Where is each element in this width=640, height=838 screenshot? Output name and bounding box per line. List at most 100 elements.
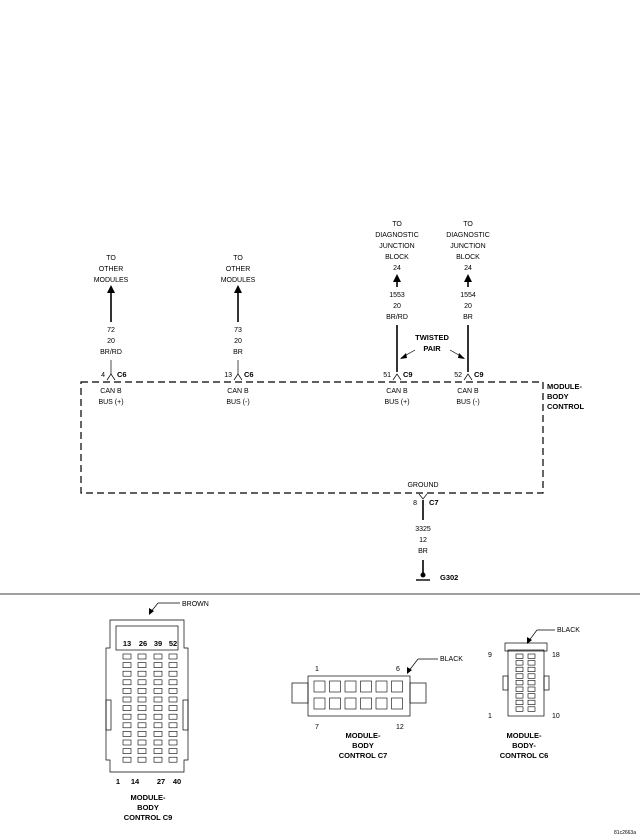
dest-line: OTHER [226,266,251,273]
wire-gauge: 20 [107,338,115,345]
pin-cavity [391,697,403,710]
pin-label: 12 [396,724,404,731]
circuit-can-b-minus-c9: TO DIAGNOSTIC JUNCTION BLOCK 24 1554 20 … [446,221,490,406]
module-label-line-1: MODULE- [547,382,582,391]
arrow-icon [458,353,465,359]
pin-cavity [153,653,163,660]
connector-name-line: CONTROL C7 [339,751,388,760]
connector-cap [504,642,548,652]
pin-cavity [168,688,178,694]
connector-name-line: BODY [352,741,374,750]
pin-cavity [122,696,132,703]
pin-cavity [515,666,524,673]
pin-cavity [168,662,178,668]
pin-cavity [515,653,524,659]
connector-name-line: MODULE- [346,731,381,740]
dest-line: MODULES [94,277,129,284]
pin-cavity [137,670,147,677]
dest-line: DIAGNOSTIC [375,232,419,239]
pin-cavity [153,679,163,686]
pin-cavity [168,731,178,737]
pin-cavity [122,662,132,668]
arrow-up-icon [107,285,115,293]
connector-body [307,675,411,717]
pin-cavity [137,653,147,660]
wire-number: 73 [234,327,242,334]
connector-view-c9: BROWN 13 26 39 52 1 14 27 40 MODULE- BOD… [105,601,209,822]
connector-id: C7 [429,498,439,507]
ground-splice-id: G302 [440,573,458,582]
pin-cavity [137,696,147,703]
signal-line: BUS (-) [226,399,249,406]
dest-pin: 24 [393,265,401,272]
pin-cavity [137,679,147,686]
pin-cavity [122,713,132,720]
connector-id: C6 [117,370,127,379]
connector-name-line: BODY- [512,741,536,750]
connector-view-c6: BLACK 9 18 1 10 MODULE- BODY- CONTROL C6 [488,627,580,760]
pin-cavity [527,660,536,666]
signal-line: CAN B [457,388,479,395]
connector-ear [291,682,309,704]
arrow-up-icon [464,274,472,282]
pin-cavity [137,722,147,729]
pin-number: 52 [454,372,462,379]
pin-cavity [527,699,536,706]
wire-gauge: 20 [393,303,401,310]
pin-cavity [153,756,163,763]
dest-line: TO [106,255,116,262]
pin-cavity [122,653,132,660]
pin-cavity [527,706,536,712]
pin-label: 9 [488,652,492,659]
pin-cavity [515,699,524,706]
pin-cavity [360,680,372,693]
pin-cavity [515,686,524,692]
pin-label: 18 [552,652,560,659]
pin-cavity [153,731,163,737]
connector-key [182,699,189,731]
pin-cavity [122,688,132,694]
connector-body [507,649,545,717]
connector-id: C9 [474,370,484,379]
pin-cavity [122,756,132,763]
connector-view-c7: BLACK 1 6 7 12 MODULE- BODY CONTROL C7 [291,656,463,760]
pin-label: 1 [315,666,319,673]
pin-cavity [153,739,163,746]
connector-body [105,619,189,773]
pin-cavity [168,756,178,763]
pin-cavity [313,680,326,693]
wire-gauge: 20 [464,303,472,310]
pin-label: 14 [131,777,140,786]
wire-gauge: 20 [234,338,242,345]
pin-label: 10 [552,713,560,720]
pin-cavity [168,739,178,746]
dest-pin: 24 [464,265,472,272]
connector-pin-icon [106,373,116,381]
connector-name-line: BODY [137,803,159,812]
module-label-line-3: CONTROL [547,402,584,411]
dest-line: BLOCK [385,254,409,261]
pin-cavity-grid [515,653,536,712]
connector-pin-icon [463,373,473,381]
pin-label: 40 [173,777,181,786]
figure-id: 81c2663a [614,830,636,836]
pin-cavity [137,705,147,711]
connector-name-line: MODULE- [131,793,166,802]
ground-circuit: GROUND 8 C7 3325 12 BR G302 [407,482,458,582]
wire-number: 72 [107,327,115,334]
wire-number: 1553 [389,292,405,299]
pin-cavity [527,666,536,673]
module-label-line-2: BODY [547,392,569,401]
twisted-pair-callout: TWISTED PAIR [400,333,465,359]
wire-color: BR [463,314,473,321]
pin-cavity [153,705,163,711]
wire-color: BR/RD [386,314,408,321]
pin-cavity [153,670,163,677]
pin-cavity [137,756,147,763]
signal-line: BUS (+) [384,399,409,406]
pin-cavity [344,680,357,693]
pin-cavity [391,680,403,693]
pin-cavity [122,739,132,746]
wire-color: BR/RD [100,349,122,356]
